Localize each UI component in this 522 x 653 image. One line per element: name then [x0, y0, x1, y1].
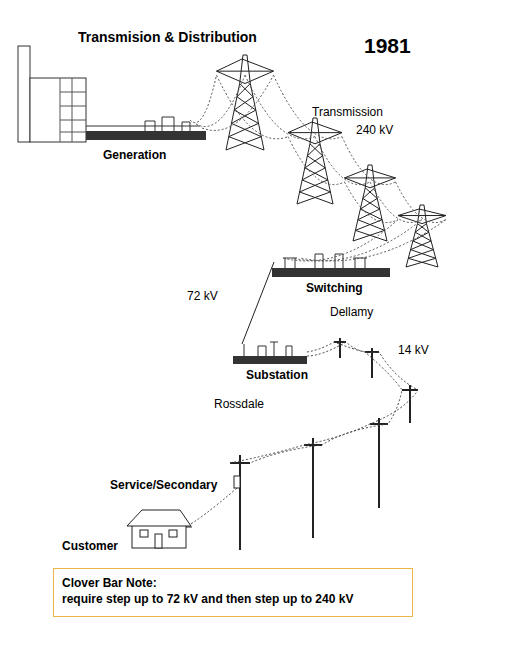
window-grid [60, 78, 86, 142]
service-drop [185, 488, 237, 527]
house-wall [132, 524, 186, 548]
lattice-tower [288, 118, 342, 204]
house-door [155, 534, 162, 548]
section-name: Service/Secondary [110, 479, 217, 492]
yard-equipment [145, 117, 190, 131]
lattice-tower [345, 165, 396, 241]
transmission-towers [190, 55, 446, 267]
voltage-level: 14 kV [398, 344, 429, 357]
place-name: Rossdale [214, 398, 264, 411]
yard-platform [86, 131, 206, 140]
distribution-wires [185, 342, 418, 527]
pole [230, 455, 250, 550]
house-window [140, 530, 148, 537]
lattice-tower [217, 55, 274, 150]
distribution-poles [230, 338, 418, 550]
diagram-title: Transmision & Distribution [78, 30, 257, 45]
voltage-level: 72 kV [187, 290, 218, 303]
section-name: Transmission [312, 106, 383, 119]
station-name: Substation [246, 369, 308, 382]
pole [304, 438, 322, 538]
switching-platform [272, 268, 390, 277]
substation-equipment [244, 342, 292, 356]
service-entry [186, 527, 192, 528]
station-name: Generation [103, 149, 166, 162]
transmission-conductors [190, 75, 446, 261]
switching-station [272, 254, 390, 277]
note-heading: Clover Bar Note: [62, 575, 404, 591]
pole [334, 338, 346, 358]
yard-bus [86, 126, 200, 127]
voltage-level: 240 kV [356, 124, 393, 137]
house-window [169, 530, 177, 537]
station-name: Switching [306, 282, 363, 295]
house-roof [127, 510, 191, 526]
customer-house [127, 510, 192, 548]
sub-transmission-line [242, 262, 274, 344]
pole-transformer [234, 476, 240, 488]
generation-yard [86, 117, 206, 140]
year: 1981 [364, 34, 411, 57]
generation-plant [18, 46, 86, 142]
substation [233, 342, 307, 364]
plant-building [30, 78, 86, 142]
pole [370, 418, 388, 508]
note-body: require step up to 72 kV and then step u… [62, 591, 404, 607]
lattice-tower [398, 205, 446, 267]
pole [402, 385, 418, 423]
place-name: Dellamy [330, 306, 373, 319]
note-box: Clover Bar Note:require step up to 72 kV… [53, 568, 413, 617]
customer-label: Customer [62, 540, 118, 553]
stack [18, 46, 30, 142]
substation-platform [233, 356, 307, 364]
